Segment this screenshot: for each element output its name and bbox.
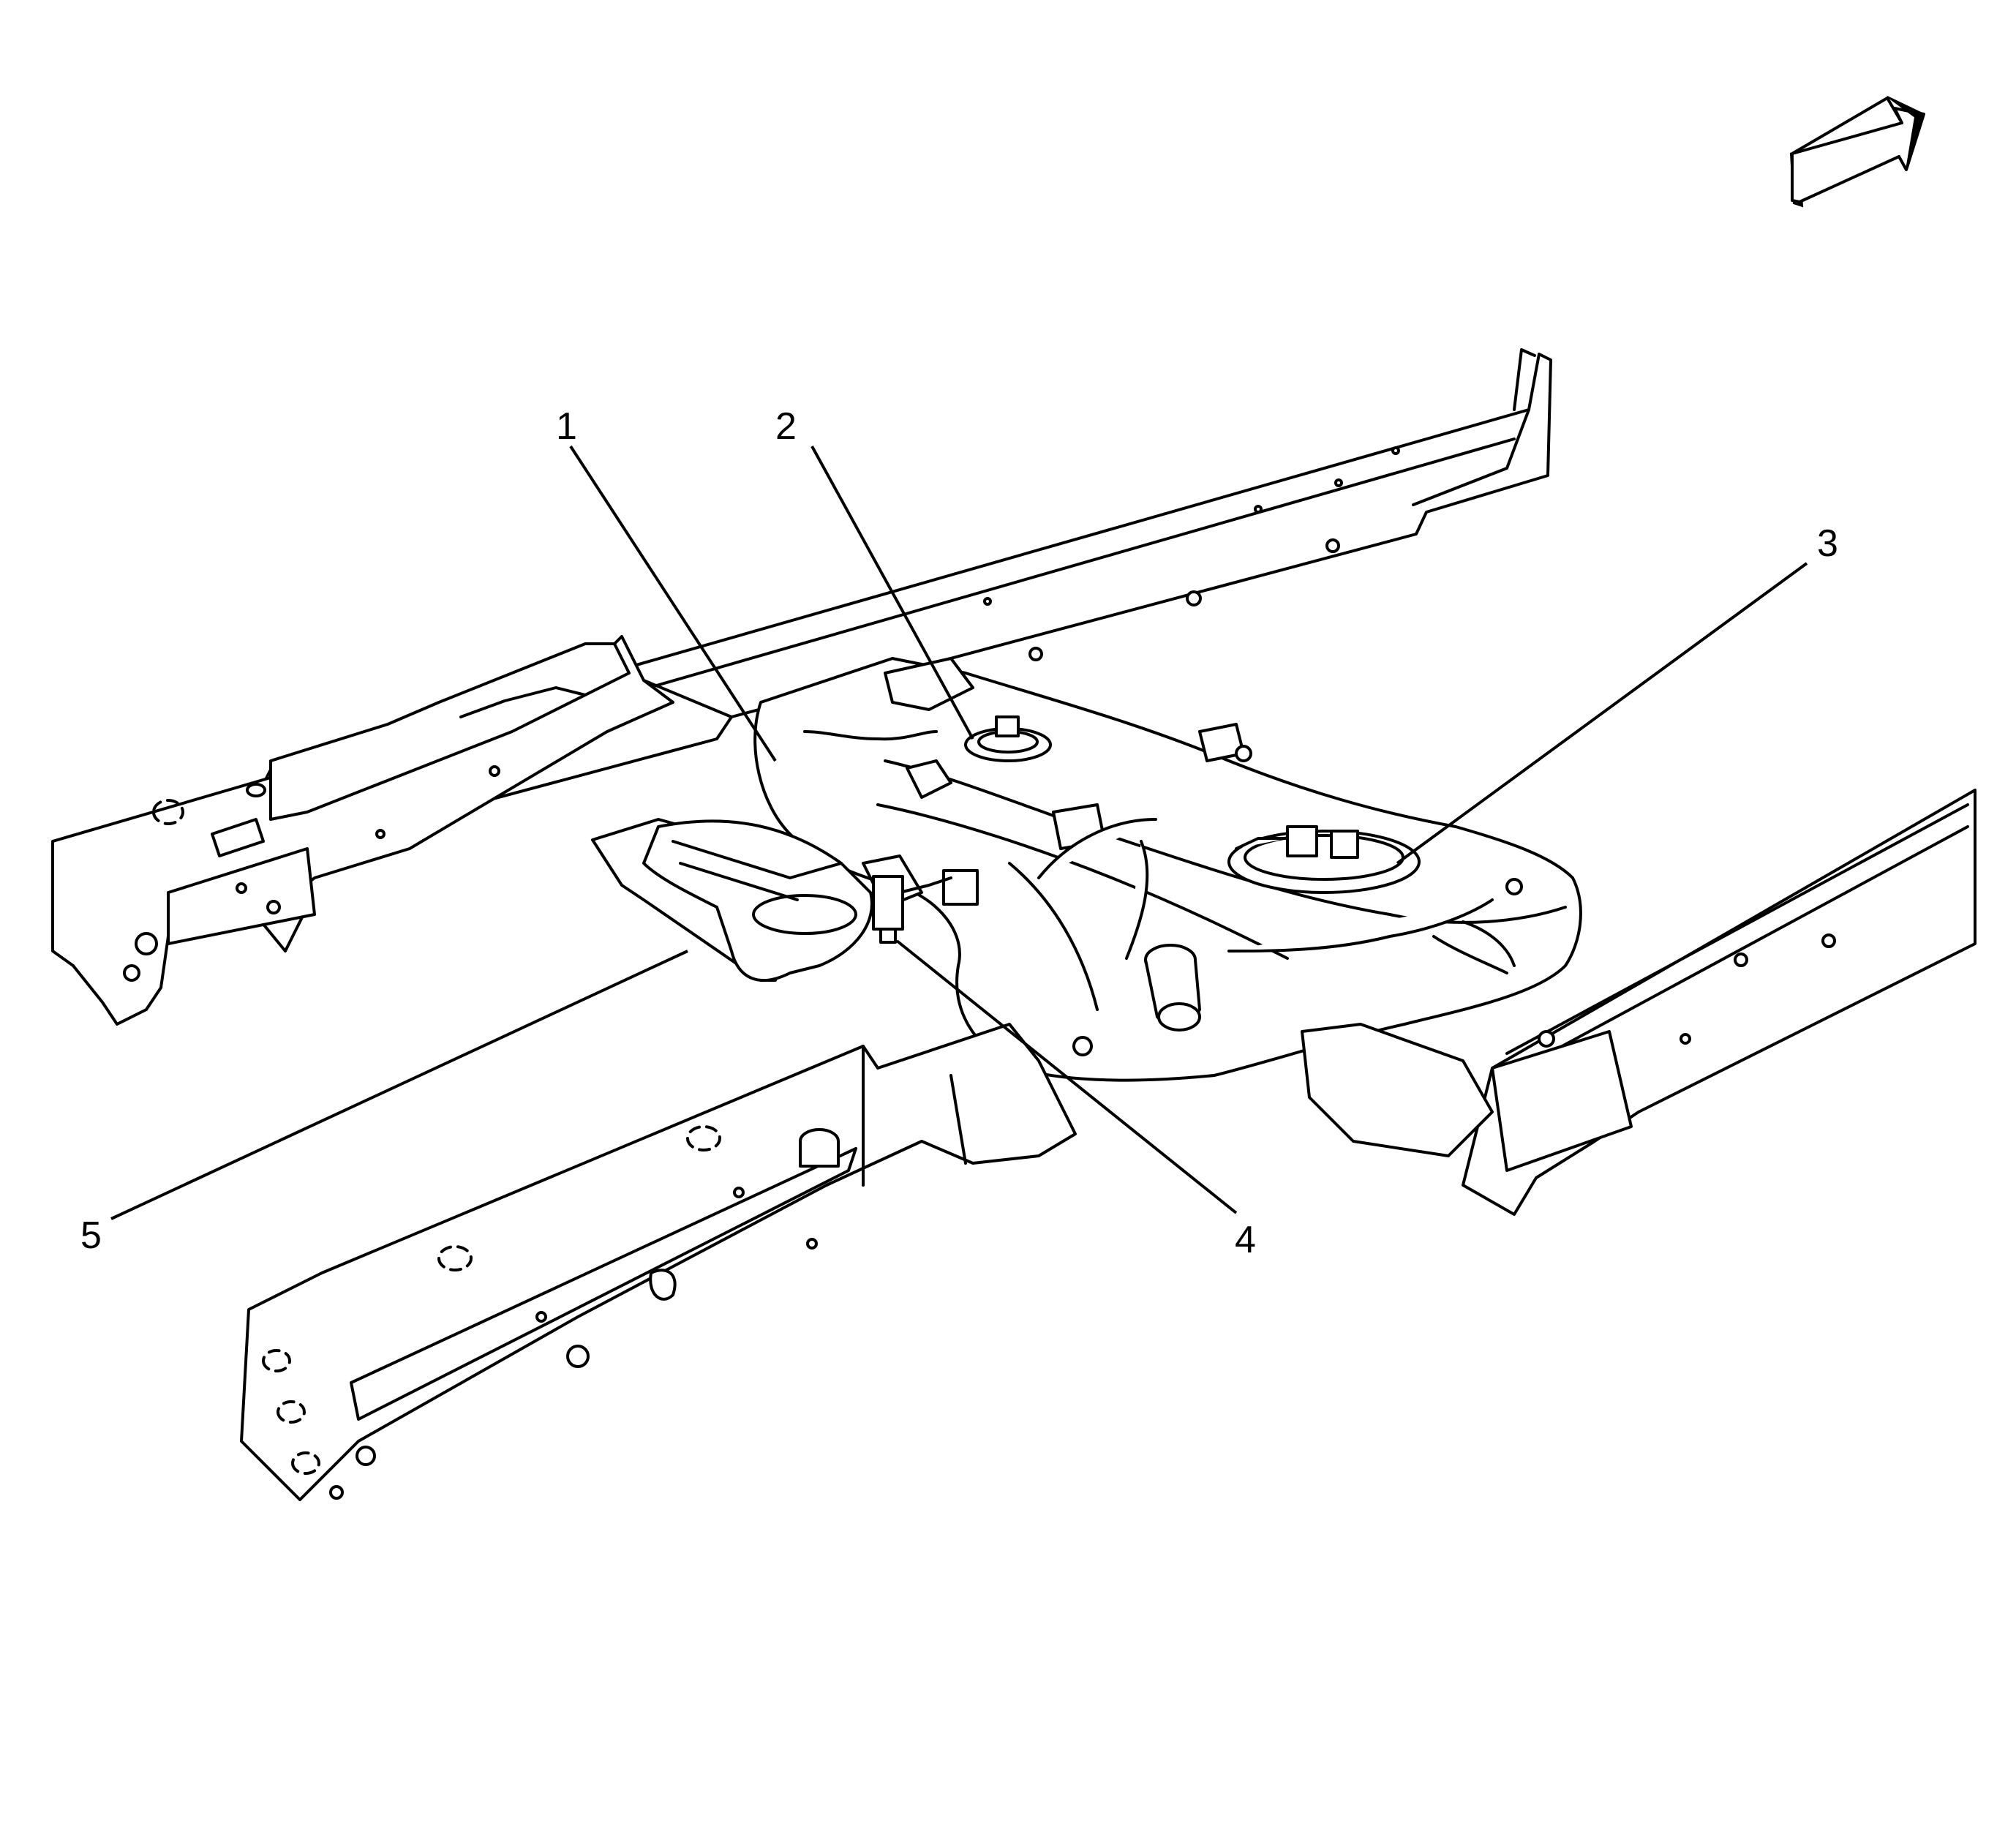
callout-2: 2	[775, 405, 797, 448]
leader-1	[569, 445, 777, 762]
leader-lines	[110, 445, 1808, 1220]
callout-4: 4	[1235, 1219, 1256, 1261]
callout-labels: 1 2 3 4 5	[80, 405, 1838, 1261]
leader-3	[1396, 562, 1808, 865]
leader-2	[810, 446, 974, 740]
fuel-tank	[753, 657, 1582, 1082]
forward-arrow-icon	[1789, 96, 1925, 208]
callout-1: 1	[556, 405, 577, 448]
callout-5: 5	[80, 1214, 102, 1257]
left-rear-frame	[51, 635, 733, 1026]
right-frame-rail	[1301, 789, 1976, 1216]
vent-solenoid	[872, 875, 904, 944]
leader-5	[110, 950, 688, 1220]
callout-3: 3	[1817, 522, 1838, 565]
leader-4	[895, 939, 1238, 1214]
near-frame-rail	[240, 1023, 1077, 1501]
evap-canister	[591, 818, 979, 982]
